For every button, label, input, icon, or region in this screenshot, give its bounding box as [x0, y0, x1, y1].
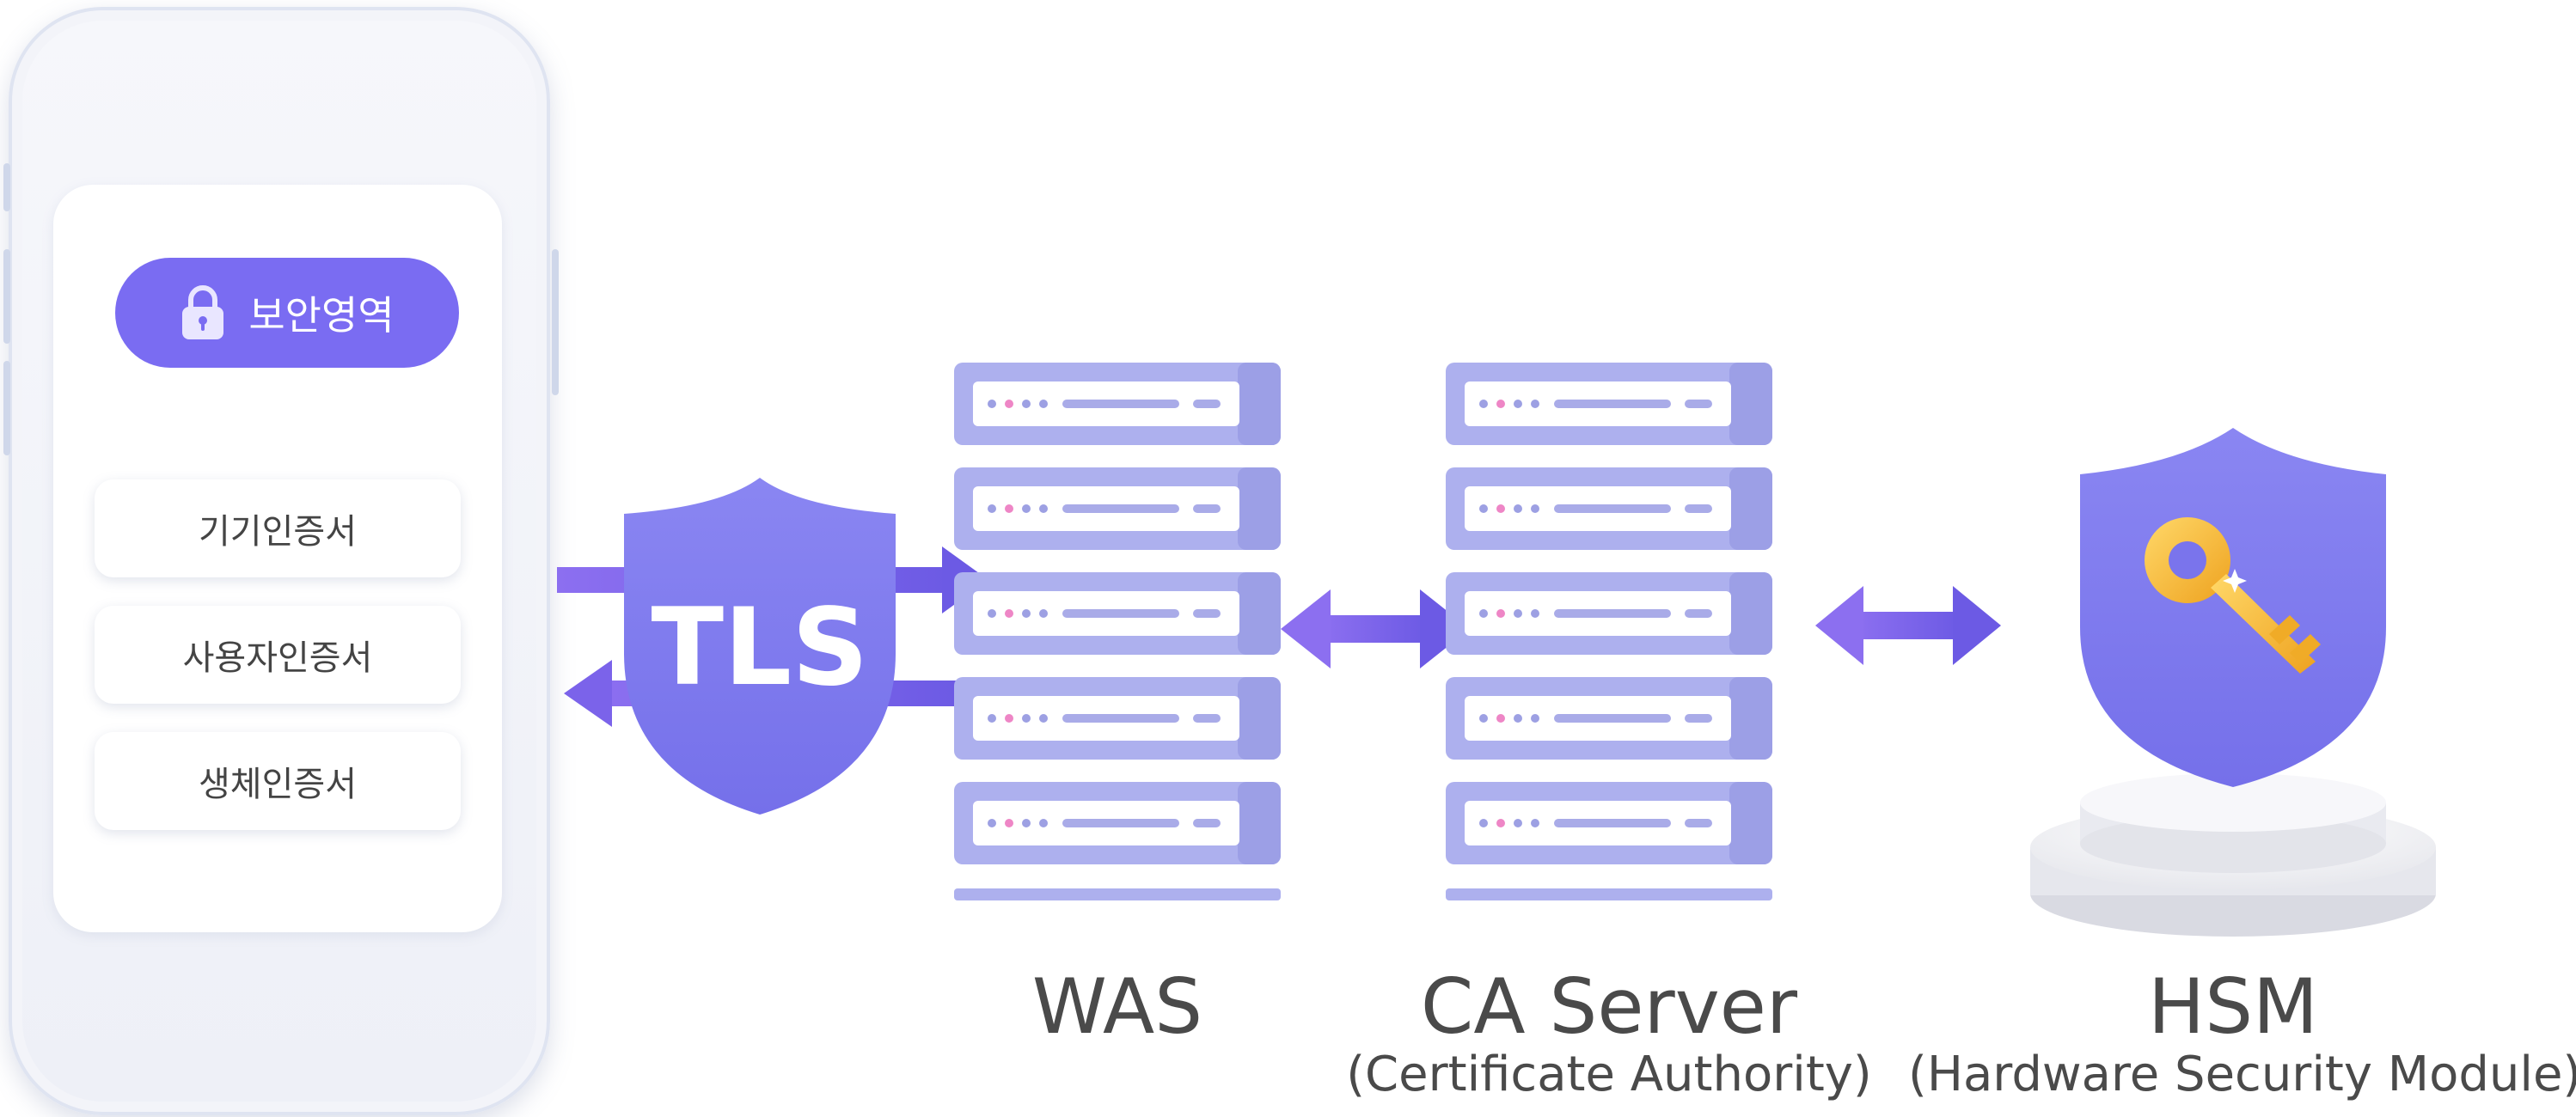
secure-area-badge: 보안영역 [115, 258, 459, 368]
hsm-sublabel: (Hardware Security Module) [1908, 1047, 2576, 1102]
double-arrow-icon [1815, 586, 2001, 665]
key-icon [2145, 517, 2321, 674]
lock-icon [182, 285, 224, 339]
certificate-label: 생체인증서 [199, 765, 357, 804]
tls-label: TLS [651, 586, 869, 710]
certificate-label: 사용자인증서 [182, 638, 373, 678]
phone-side-button [3, 249, 10, 344]
ca-server-label: CA Server [1420, 962, 1798, 1051]
was-label: WAS [1031, 962, 1203, 1051]
server-rack-icon [954, 363, 1281, 900]
phone-side-button [3, 361, 10, 455]
double-arrow-icon [1281, 589, 1470, 668]
shield-icon [624, 478, 896, 815]
server-rack-icon [1446, 363, 1772, 900]
ca-server-sublabel: (Certificate Authority) [1346, 1047, 1872, 1102]
secure-area-label: 보안영역 [248, 292, 395, 339]
user-certificate-card: 사용자인증서 [95, 606, 461, 704]
pedestal [2030, 773, 2436, 937]
phone-side-button [552, 249, 559, 395]
certificate-label: 기기인증서 [199, 512, 357, 552]
hsm-label: HSM [2148, 962, 2318, 1051]
phone-side-button [3, 163, 10, 211]
biometric-certificate-card: 생체인증서 [95, 732, 461, 830]
device-certificate-card: 기기인증서 [95, 479, 461, 577]
